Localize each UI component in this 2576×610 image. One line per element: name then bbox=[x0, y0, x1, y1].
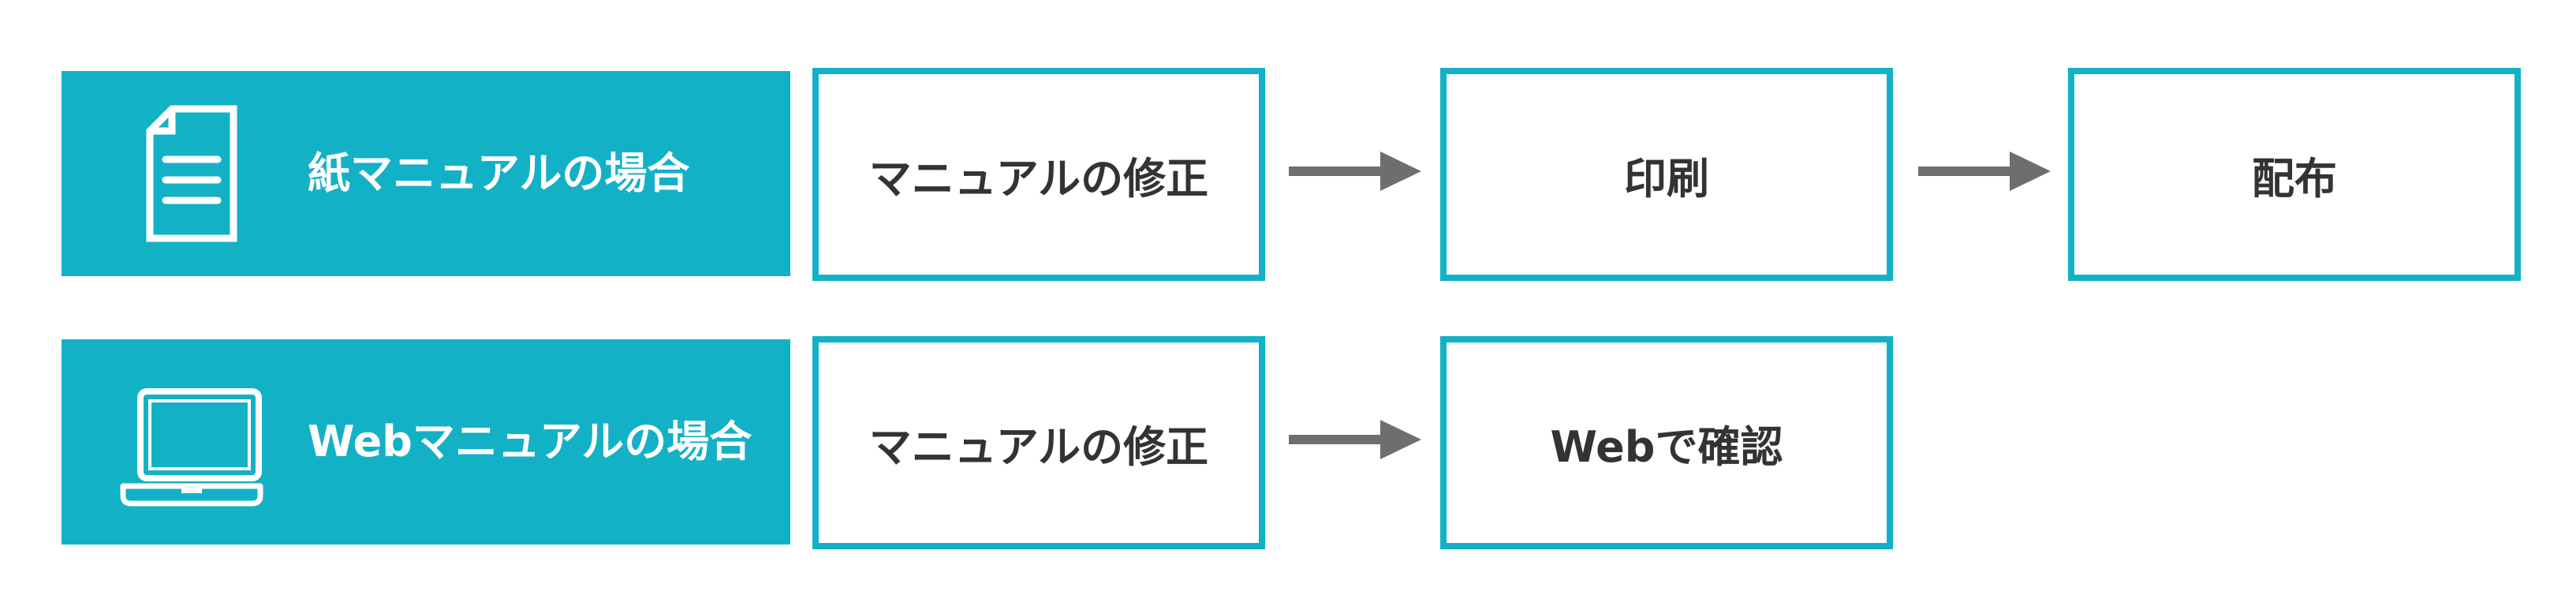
step-label: 配布 bbox=[2252, 153, 2337, 204]
step-label: マニュアルの修正 bbox=[868, 153, 1209, 204]
step-label: マニュアルの修正 bbox=[868, 421, 1209, 472]
paper-manual-label: 紙マニュアルの場合 bbox=[308, 148, 690, 198]
step-label: 印刷 bbox=[1624, 153, 1709, 204]
step-check-on-web: Webで確認 bbox=[1440, 336, 1893, 549]
paper-manual-row: 紙マニュアルの場合 マニュアルの修正 印刷 配布 bbox=[0, 68, 2576, 284]
web-manual-row: Webマニュアルの場合 マニュアルの修正 Webで確認 bbox=[0, 336, 2576, 552]
document-icon bbox=[117, 103, 267, 245]
laptop-icon bbox=[117, 371, 267, 513]
web-manual-label: Webマニュアルの場合 bbox=[308, 417, 752, 466]
step-distribute: 配布 bbox=[2068, 68, 2521, 281]
arrow-right-icon bbox=[1289, 412, 1423, 467]
step-print: 印刷 bbox=[1440, 68, 1893, 281]
step-edit-manual: マニュアルの修正 bbox=[812, 336, 1265, 549]
paper-manual-label-box: 紙マニュアルの場合 bbox=[62, 71, 790, 276]
step-label: Webで確認 bbox=[1550, 421, 1783, 472]
arrow-right-icon bbox=[1918, 144, 2052, 199]
web-manual-label-box: Webマニュアルの場合 bbox=[62, 339, 790, 545]
step-edit-manual: マニュアルの修正 bbox=[812, 68, 1265, 281]
arrow-right-icon bbox=[1289, 144, 1423, 199]
